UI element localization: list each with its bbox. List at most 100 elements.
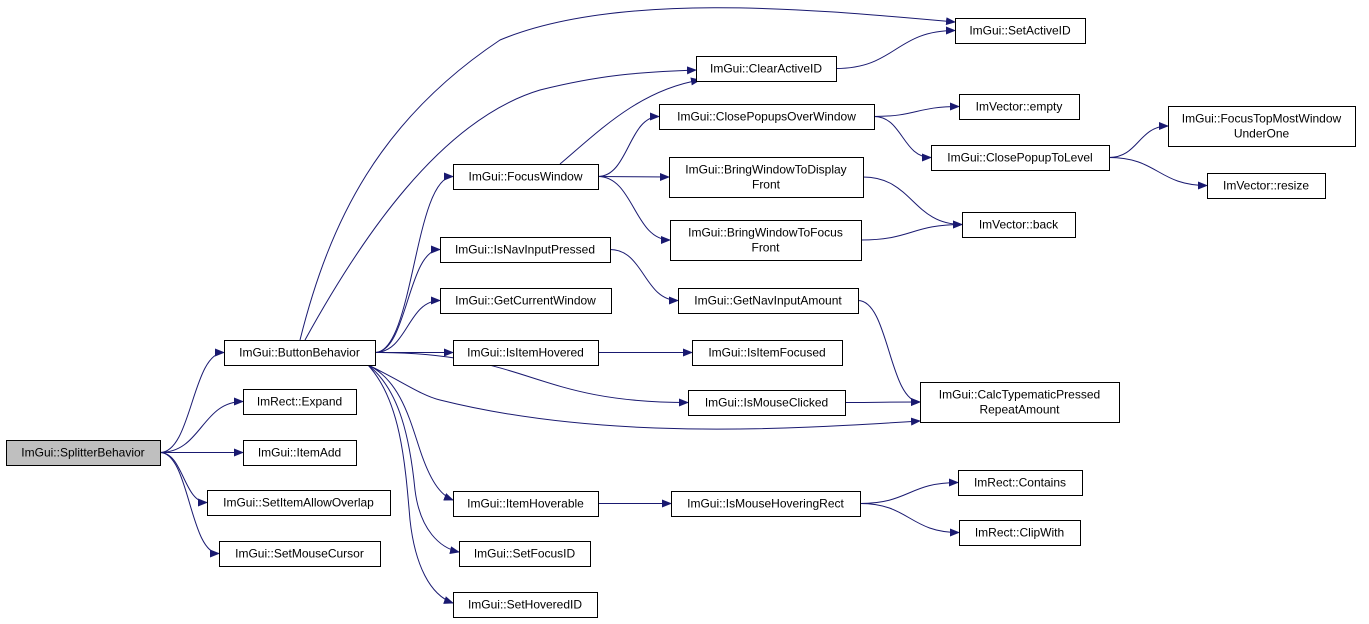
node-label: ImGui::ClosePopupsOverWindow bbox=[677, 110, 856, 124]
node-label: ImGui::GetCurrentWindow bbox=[455, 294, 596, 308]
node-label: RepeatAmount bbox=[979, 403, 1060, 417]
node-closepopupsover[interactable]: ImGui::ClosePopupsOverWindow bbox=[659, 104, 875, 130]
node-label: ImGui::BringWindowToDisplay bbox=[685, 163, 846, 177]
node-box bbox=[920, 382, 1120, 423]
node-box bbox=[678, 288, 859, 314]
edge-closepopuplevel-to-focustopmost bbox=[1108, 122, 1169, 158]
node-box bbox=[440, 288, 612, 314]
edge-navinputpressed-to-navinputamount bbox=[609, 249, 679, 305]
node-box bbox=[440, 237, 611, 263]
node-box bbox=[219, 541, 381, 567]
node-box bbox=[1207, 173, 1326, 199]
node-currentwindow[interactable]: ImGui::GetCurrentWindow bbox=[440, 288, 612, 314]
node-box bbox=[688, 390, 846, 416]
node-box bbox=[459, 541, 591, 567]
node-label: ImGui::FocusTopMostWindow bbox=[1182, 112, 1342, 126]
node-rectexpand[interactable]: ImRect::Expand bbox=[243, 389, 357, 415]
node-vecresize[interactable]: ImVector::resize bbox=[1207, 173, 1326, 199]
node-itemadd[interactable]: ImGui::ItemAdd bbox=[243, 440, 357, 466]
node-navinputamount[interactable]: ImGui::GetNavInputAmount bbox=[678, 288, 859, 314]
node-box bbox=[959, 520, 1081, 546]
edge-bringfocus-to-vecback bbox=[860, 220, 963, 241]
node-box bbox=[453, 164, 599, 190]
node-box bbox=[671, 491, 861, 517]
node-label: ImGui::IsItemFocused bbox=[708, 346, 825, 360]
edge-splitter-to-allowoverlap bbox=[159, 452, 208, 507]
node-box bbox=[959, 94, 1080, 120]
node-label: UnderOne bbox=[1234, 127, 1290, 141]
node-label: ImRect::ClipWith bbox=[975, 526, 1064, 540]
edge-buttonbeh-to-focuswindow bbox=[374, 172, 454, 353]
edge-splitter-to-mousecursor bbox=[159, 452, 220, 558]
node-label: ImVector::back bbox=[979, 218, 1059, 232]
node-box bbox=[453, 340, 599, 366]
node-label: ImGui::GetNavInputAmount bbox=[694, 294, 842, 308]
edges-layer bbox=[159, 7, 1208, 604]
node-label: ImGui::ItemAdd bbox=[258, 446, 341, 460]
node-label: ImGui::ClearActiveID bbox=[710, 62, 822, 76]
node-label: ImVector::resize bbox=[1223, 179, 1309, 193]
node-mousehovrect[interactable]: ImGui::IsMouseHoveringRect bbox=[671, 491, 861, 517]
node-itemhovered[interactable]: ImGui::IsItemHovered bbox=[453, 340, 599, 366]
edge-mousehovrect-to-rectclipwith bbox=[859, 503, 960, 537]
node-box bbox=[207, 490, 391, 516]
node-label: ImGui::ItemHoverable bbox=[467, 497, 584, 511]
node-label: ImGui::IsMouseClicked bbox=[705, 396, 828, 410]
node-label: ImGui::IsMouseHoveringRect bbox=[687, 497, 844, 511]
node-splitter[interactable]: ImGui::SplitterBehavior bbox=[6, 440, 161, 466]
node-vecback[interactable]: ImVector::back bbox=[962, 212, 1076, 238]
node-allowoverlap[interactable]: ImGui::SetItemAllowOverlap bbox=[207, 490, 391, 516]
node-box bbox=[453, 592, 598, 618]
node-label: ImGui::IsItemHovered bbox=[467, 346, 584, 360]
node-label: ImRect::Contains bbox=[974, 476, 1066, 490]
node-label: ImGui::ClosePopupToLevel bbox=[947, 151, 1092, 165]
edge-buttonbeh-to-clearactive bbox=[304, 66, 697, 341]
node-navinputpressed[interactable]: ImGui::IsNavInputPressed bbox=[440, 237, 611, 263]
node-buttonbeh[interactable]: ImGui::ButtonBehavior bbox=[224, 340, 376, 366]
edge-mouseclicked-to-calctypematic bbox=[844, 398, 921, 407]
node-box bbox=[958, 470, 1083, 496]
node-box bbox=[1168, 106, 1356, 147]
node-box bbox=[659, 104, 875, 130]
node-label: ImGui::SetActiveID bbox=[969, 24, 1071, 38]
node-vecempty[interactable]: ImVector::empty bbox=[959, 94, 1080, 120]
node-sethoveredid[interactable]: ImGui::SetHoveredID bbox=[453, 592, 598, 618]
node-itemhoverable[interactable]: ImGui::ItemHoverable bbox=[453, 491, 599, 517]
node-label: ImGui::IsNavInputPressed bbox=[455, 243, 595, 257]
edge-buttonbeh-to-calctypematic bbox=[367, 364, 921, 430]
node-mouseclicked[interactable]: ImGui::IsMouseClicked bbox=[688, 390, 846, 416]
edge-clearactive-to-setactive bbox=[835, 26, 956, 69]
node-label: Front bbox=[752, 178, 781, 192]
node-focuswindow[interactable]: ImGui::FocusWindow bbox=[453, 164, 599, 190]
node-box bbox=[224, 340, 376, 366]
node-clearactive[interactable]: ImGui::ClearActiveID bbox=[696, 56, 837, 82]
node-setactive[interactable]: ImGui::SetActiveID bbox=[955, 18, 1086, 44]
node-label: ImGui::SetMouseCursor bbox=[235, 547, 364, 561]
node-itemfocused[interactable]: ImGui::IsItemFocused bbox=[692, 340, 843, 366]
nodes-layer: ImGui::SplitterBehavior ImGui::ButtonBeha… bbox=[6, 18, 1356, 618]
edge-focuswindow-to-clearactive bbox=[559, 77, 701, 165]
node-label: ImGui::SplitterBehavior bbox=[21, 446, 144, 460]
edge-buttonbeh-to-sethoveredid bbox=[367, 364, 454, 604]
edge-buttonbeh-to-setactive bbox=[299, 7, 956, 341]
edge-buttonbeh-to-setfocusid bbox=[367, 364, 460, 555]
node-box bbox=[692, 340, 843, 366]
node-label: ImGui::SetItemAllowOverlap bbox=[223, 496, 374, 510]
node-setfocusid[interactable]: ImGui::SetFocusID bbox=[459, 541, 591, 567]
node-label: ImGui::SetFocusID bbox=[474, 547, 576, 561]
node-mousecursor[interactable]: ImGui::SetMouseCursor bbox=[219, 541, 381, 567]
edge-focuswindow-to-bringfocus bbox=[597, 176, 671, 244]
node-rectclipwith[interactable]: ImRect::ClipWith bbox=[959, 520, 1081, 546]
node-label: ImRect::Expand bbox=[257, 395, 342, 409]
node-box bbox=[931, 145, 1110, 171]
node-box bbox=[696, 56, 837, 82]
node-closepopuplevel[interactable]: ImGui::ClosePopupToLevel bbox=[931, 145, 1110, 171]
node-label: ImVector::empty bbox=[976, 100, 1063, 114]
node-box bbox=[669, 157, 864, 198]
node-rectcontains[interactable]: ImRect::Contains bbox=[958, 470, 1083, 496]
